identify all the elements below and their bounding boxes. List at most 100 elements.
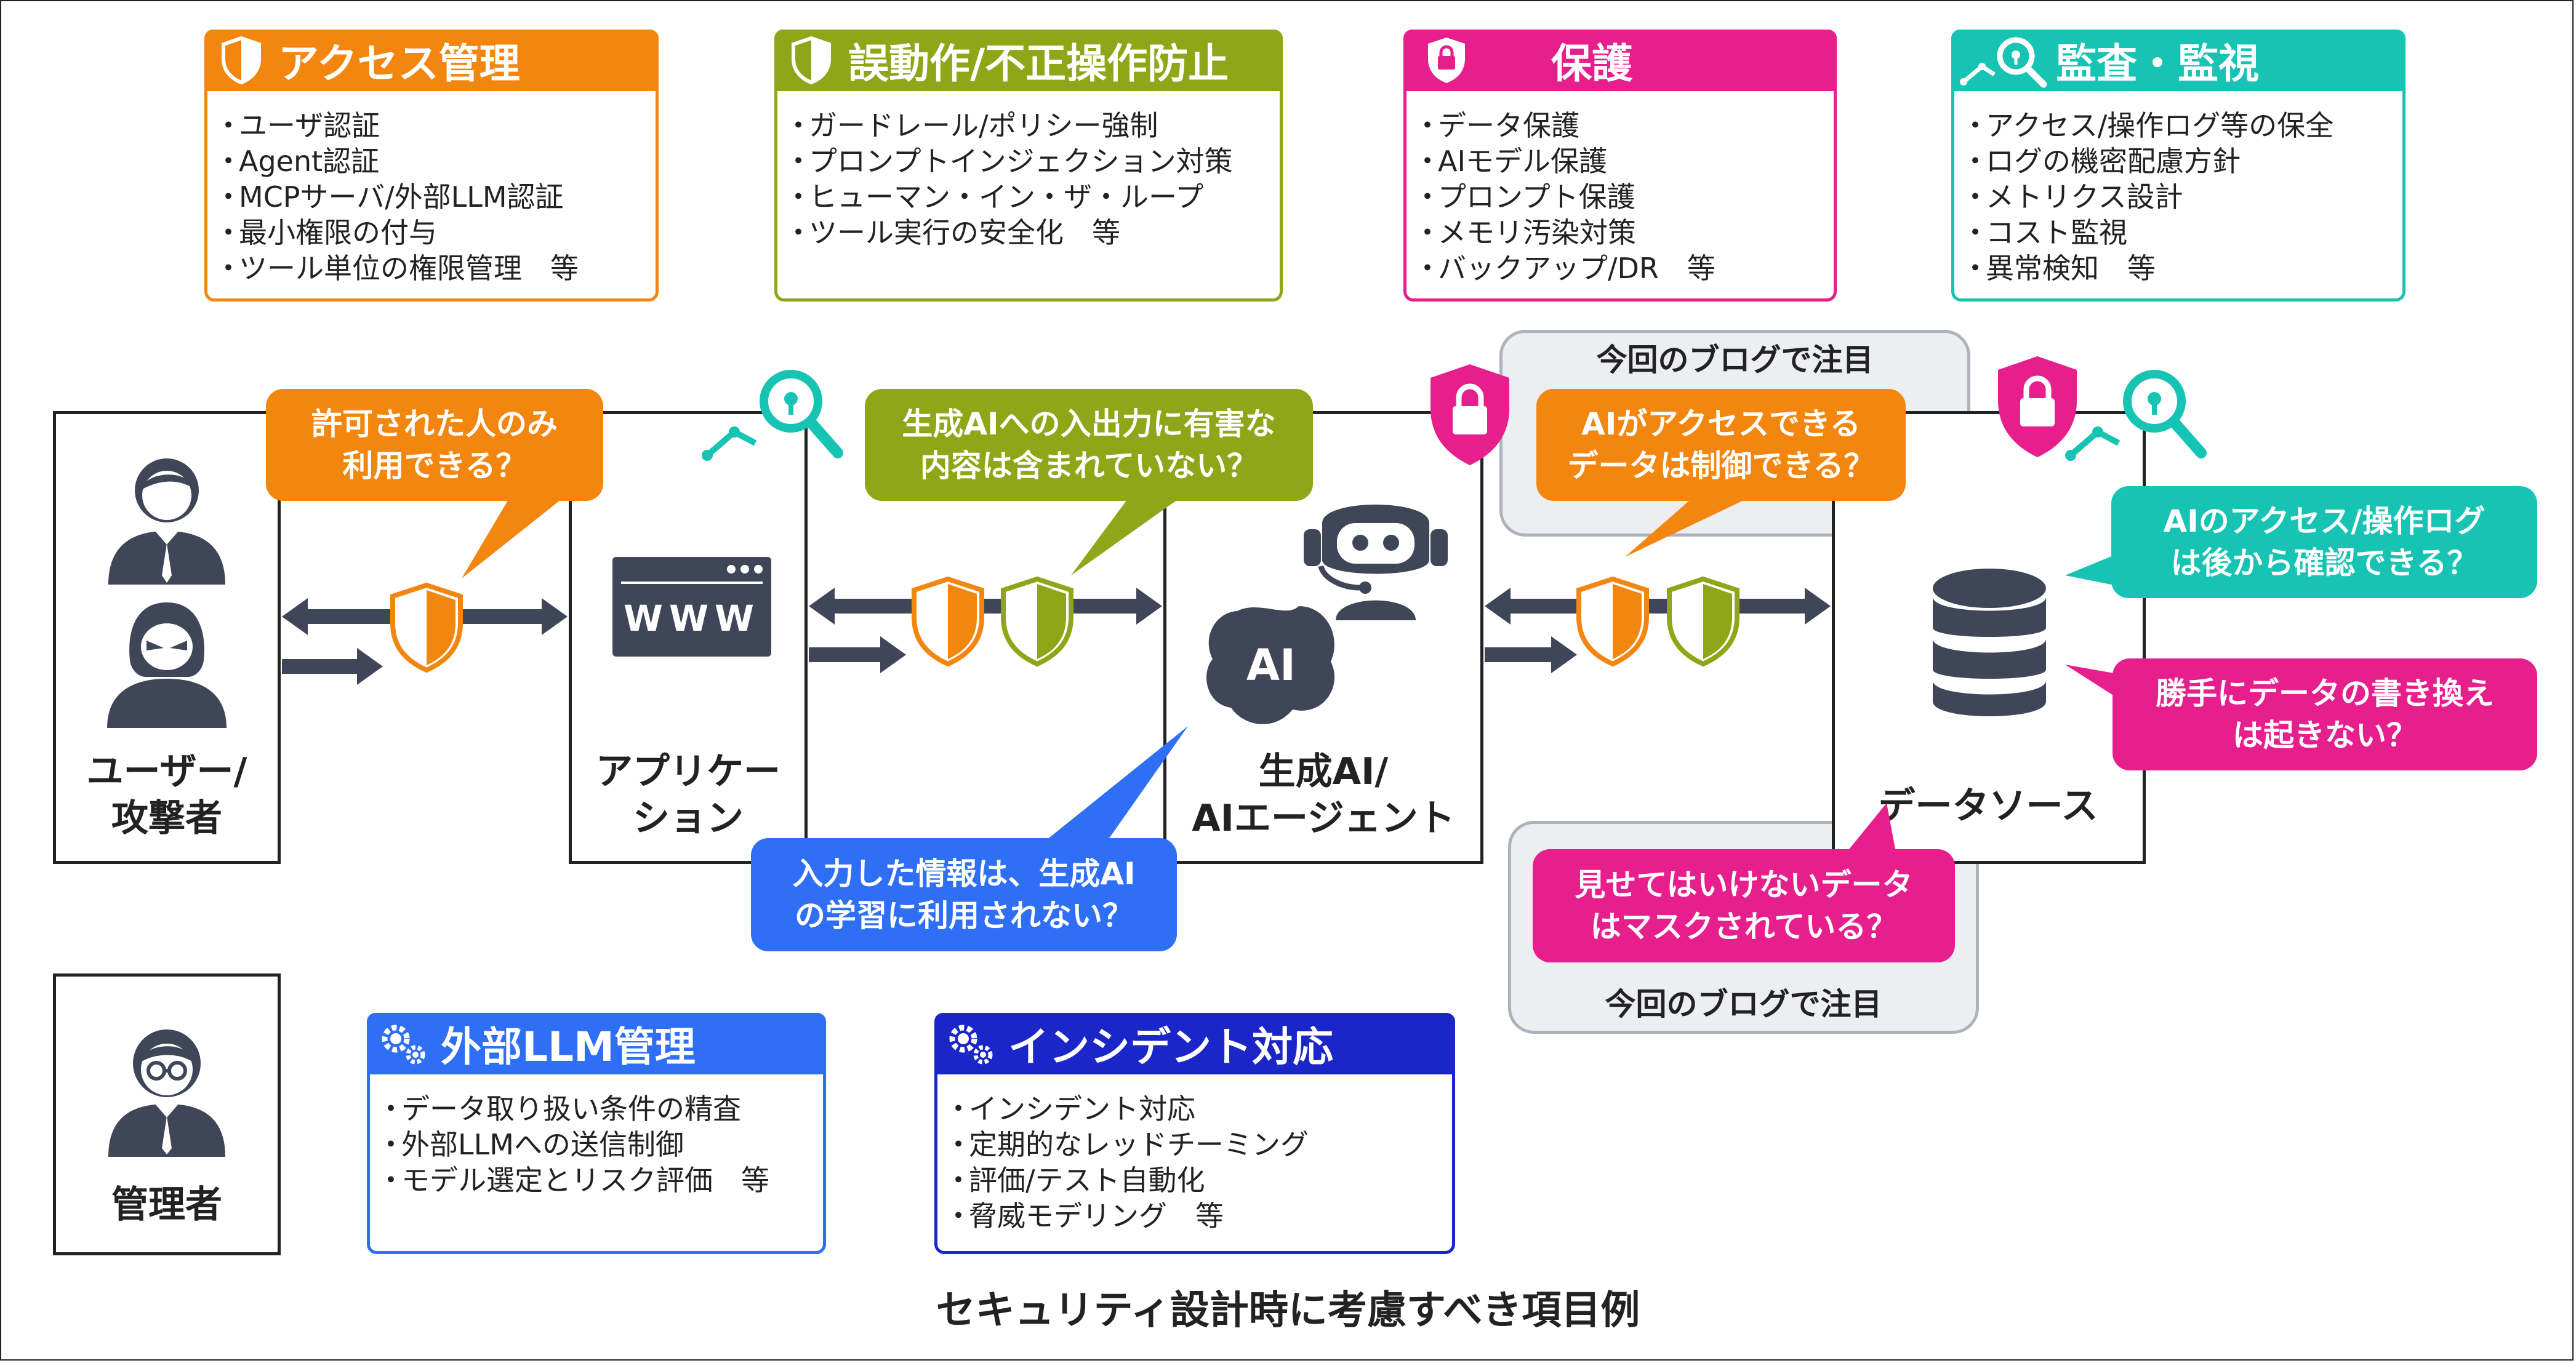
- double-arrow-ai-data: [1485, 588, 1831, 673]
- bubble-line: データは制御できる？: [1567, 448, 1875, 484]
- category-list: アクセス/操作ログ等の保全 ログの機密配慮方針 メトリクス設計 コスト監視 異常…: [1986, 108, 2333, 286]
- user-icon: [108, 458, 225, 585]
- shield-orange-icon: [390, 582, 463, 673]
- list-item: 定期的なレッドチーミング: [969, 1127, 1309, 1162]
- shield-lock-icon: [1998, 356, 2077, 457]
- category-external-llm: 外部LLM管理 データ取り扱い条件の精査 外部LLMへの送信制御 モデル選定とリ…: [367, 1013, 826, 1254]
- bubble-line: は後から確認できる？: [2170, 545, 2478, 581]
- www-text: WWW: [624, 598, 760, 639]
- list-item: モデル選定とリスク評価 等: [401, 1162, 769, 1198]
- list-item: 評価/テスト自動化: [969, 1162, 1309, 1198]
- bubble-authorized-users: 許可された人のみ利用できる？: [266, 389, 603, 501]
- category-title: 外部LLM管理: [441, 1023, 696, 1071]
- list-item: 脅威モデリング 等: [969, 1198, 1309, 1234]
- category-list: ガードレール/ポリシー強制 プロンプトインジェクション対策 ヒューマン・イン・ザ…: [809, 108, 1233, 250]
- bubble-line: はマスクされている？: [1590, 909, 1898, 945]
- category-incident-response: インシデント対応 インシデント対応 定期的なレッドチーミング 評価/テスト自動化…: [934, 1013, 1455, 1254]
- bubble-line: 生成AIへの入出力に有害な: [902, 406, 1276, 442]
- shield-lock-icon: [1430, 364, 1509, 465]
- node-ai-label-line2: AIエージェント: [1192, 797, 1455, 840]
- bubble-harmful-io: 生成AIへの入出力に有害な内容は含まれていない？: [865, 389, 1313, 501]
- shield-icon: [204, 30, 278, 91]
- category-list: データ保護 AIモデル保護 プロンプト保護 メモリ汚染対策 バックアップ/DR …: [1438, 108, 1715, 286]
- node-admin-label: 管理者: [111, 1183, 222, 1226]
- robot-icon: [1304, 505, 1448, 620]
- shield-green-icon: [1667, 576, 1739, 667]
- bubble-data-access-control: AIがアクセスできるデータは制御できる？: [1536, 389, 1906, 501]
- list-item: ログの機密配慮方針: [1986, 143, 2333, 179]
- ai-blob-icon: AI: [1206, 606, 1335, 724]
- list-item: ユーザ認証: [239, 108, 579, 143]
- category-title: インシデント対応: [1008, 1023, 1333, 1071]
- bubble-line: の学習に利用されない？: [795, 898, 1133, 933]
- category-misuse-prevention: 誤動作/不正操作防止 ガードレール/ポリシー強制 プロンプトインジェクション対策…: [774, 30, 1283, 302]
- node-ai-label-line1: 生成AI/: [1258, 750, 1389, 793]
- list-item: アクセス/操作ログ等の保全: [1986, 108, 2333, 143]
- node-app-label: アプリケー ション: [569, 748, 808, 842]
- double-arrow-app-ai: [809, 588, 1162, 673]
- category-list: ユーザ認証 Agent認証 MCPサーバ/外部LLM認証 最小権限の付与 ツール…: [239, 108, 579, 286]
- database-icon: [1933, 569, 2046, 716]
- attacker-icon: [107, 602, 227, 728]
- magnifier-chart-icon: [1951, 30, 2056, 91]
- shield-lock-icon: [1403, 30, 1490, 91]
- bubble-line: 見せてはいけないデータ: [1575, 867, 1913, 903]
- bubble-line: 許可された人のみ: [311, 406, 558, 442]
- list-item: AIモデル保護: [1438, 143, 1715, 179]
- bubble-line: は起きない？: [2233, 717, 2417, 753]
- list-item: 異常検知 等: [1986, 250, 2333, 286]
- list-item: データ取り扱い条件の精査: [401, 1091, 769, 1127]
- category-title: 誤動作/不正操作防止: [848, 40, 1229, 87]
- node-data-label: データソース: [1878, 785, 2098, 828]
- list-item: メモリ汚染対策: [1438, 215, 1715, 250]
- shield-orange-icon: [1576, 576, 1649, 667]
- list-item: ガードレール/ポリシー強制: [809, 108, 1233, 143]
- shield-orange-icon: [912, 576, 984, 667]
- category-list: インシデント対応 定期的なレッドチーミング 評価/テスト自動化 脅威モデリング …: [969, 1091, 1309, 1234]
- magnifier-chart-icon: [2065, 370, 2207, 461]
- diagram-caption: セキュリティ設計時に考慮すべき項目例: [936, 1288, 1640, 1333]
- highlight-note-bottom-label: 今回のブログで注目: [1605, 986, 1882, 1022]
- category-title: 監査・監視: [2056, 40, 2259, 87]
- bubble-line: AIがアクセスできる: [1581, 406, 1861, 442]
- shield-green-icon: [1001, 576, 1073, 667]
- bubble-line: 勝手にデータの書き換え: [2156, 676, 2494, 711]
- list-item: プロンプト保護: [1438, 179, 1715, 215]
- bubble-line: AIのアクセス/操作ログ: [2163, 503, 2486, 539]
- bubble-data-masking: 見せてはいけないデータはマスクされている？: [1533, 849, 1955, 962]
- list-item: Agent認証: [239, 143, 579, 179]
- highlight-note-top-label: 今回のブログで注目: [1596, 342, 1874, 378]
- ai-badge-text: AI: [1246, 640, 1296, 690]
- category-list: データ取り扱い条件の精査 外部LLMへの送信制御 モデル選定とリスク評価 等: [401, 1091, 769, 1198]
- list-item: インシデント対応: [969, 1091, 1309, 1127]
- bubble-training-usage: 入力した情報は、生成AI の学習に利用されない？: [751, 838, 1177, 951]
- category-audit-monitoring: 監査・監視 アクセス/操作ログ等の保全 ログの機密配慮方針 メトリクス設計 コス…: [1951, 30, 2405, 302]
- category-protection: 保護 データ保護 AIモデル保護 プロンプト保護 メモリ汚染対策 バックアップ/…: [1403, 30, 1837, 302]
- bubble-line: 入力した情報は、生成AI: [792, 856, 1136, 892]
- node-ai-label: 生成AI/ AIエージェント: [1163, 748, 1483, 842]
- list-item: ツール単位の権限管理 等: [239, 250, 579, 286]
- list-item: MCPサーバ/外部LLM認証: [239, 179, 579, 215]
- category-access-management: アクセス管理 ユーザ認証 Agent認証 MCPサーバ/外部LLM認証 最小権限…: [204, 30, 659, 302]
- node-app-label-line2: ション: [633, 797, 744, 840]
- node-user-label-line2: 攻撃者: [111, 797, 222, 840]
- bubble-line: 内容は含まれていない？: [920, 448, 1258, 484]
- gears-icon: [367, 1013, 441, 1074]
- list-item: プロンプトインジェクション対策: [809, 143, 1233, 179]
- bubble-audit-logs: AIのアクセス/操作ログは後から確認できる？: [2111, 486, 2537, 598]
- list-item: 最小権限の付与: [239, 215, 579, 250]
- magnifier-chart-icon: [702, 370, 843, 461]
- list-item: データ保護: [1438, 108, 1715, 143]
- node-app-label-line1: アプリケー: [596, 750, 780, 793]
- shield-icon: [774, 30, 848, 91]
- list-item: ツール実行の安全化 等: [809, 215, 1233, 250]
- web-window-icon: WWW: [612, 557, 771, 657]
- list-item: バックアップ/DR 等: [1438, 250, 1715, 286]
- node-user-label: ユーザー/ 攻撃者: [53, 748, 281, 842]
- list-item: メトリクス設計: [1986, 179, 2333, 215]
- list-item: 外部LLMへの送信制御: [401, 1127, 769, 1162]
- category-title: アクセス管理: [278, 40, 520, 87]
- category-title: 保護: [1551, 40, 1632, 87]
